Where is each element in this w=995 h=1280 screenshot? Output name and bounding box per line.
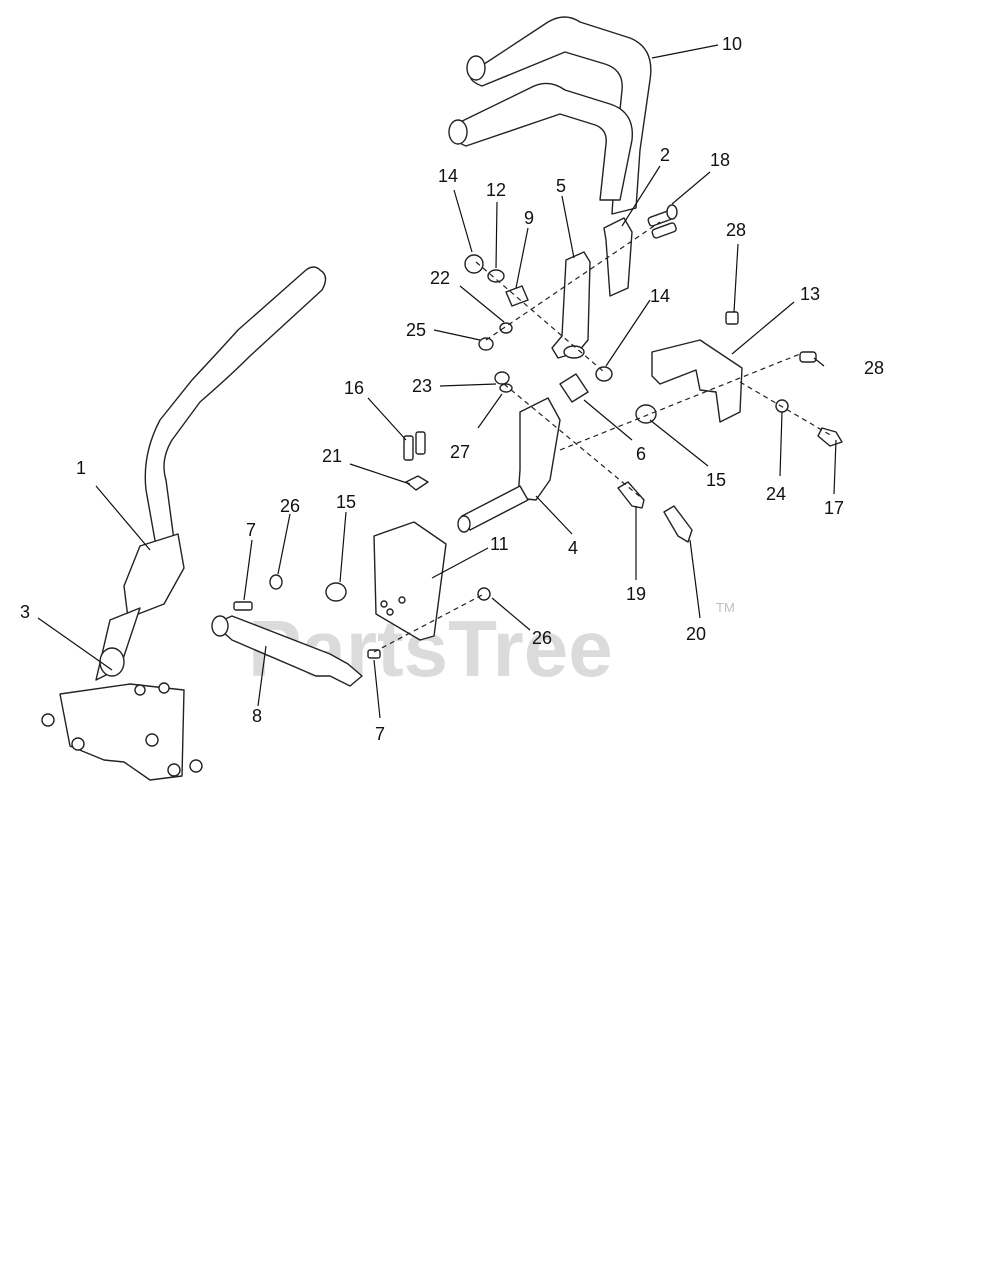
callout-6: 6 bbox=[636, 444, 646, 464]
part-handle-upper bbox=[448, 16, 652, 215]
callout-15b: 15 bbox=[336, 492, 356, 512]
part-pin-19 bbox=[617, 481, 645, 509]
part-washer-12 bbox=[487, 269, 505, 283]
callout-22: 22 bbox=[430, 268, 450, 288]
part-spacer-6 bbox=[559, 373, 589, 403]
part-bolt-17 bbox=[817, 427, 843, 447]
callout-10: 10 bbox=[722, 34, 742, 54]
assembly-line-mid bbox=[475, 261, 605, 373]
callout-14a: 14 bbox=[438, 166, 458, 186]
callout-21: 21 bbox=[322, 446, 342, 466]
callout-12: 12 bbox=[486, 180, 506, 200]
callout-1: 1 bbox=[76, 458, 86, 478]
part-bracket-2 bbox=[603, 217, 633, 297]
callout-18: 18 bbox=[710, 150, 730, 170]
part-bracket-13 bbox=[651, 339, 743, 423]
callout-15a: 15 bbox=[706, 470, 726, 490]
callout-16: 16 bbox=[344, 378, 364, 398]
callout-24: 24 bbox=[766, 484, 786, 504]
callout-20: 20 bbox=[686, 624, 706, 644]
part-spacer-9 bbox=[505, 285, 529, 307]
part-pin-20 bbox=[663, 505, 693, 543]
part-bolts-16 bbox=[403, 431, 426, 461]
part-base-3 bbox=[59, 683, 185, 781]
callout-26b: 26 bbox=[532, 628, 552, 648]
callout-26a: 26 bbox=[280, 496, 300, 516]
callout-28b: 28 bbox=[864, 358, 884, 378]
assembly-line-damper bbox=[373, 593, 485, 653]
part-bolt-28a bbox=[725, 311, 739, 325]
part-washer-26b bbox=[477, 587, 491, 601]
callouts: 10 2 18 5 14 12 9 28 13 14 22 25 23 28 1… bbox=[20, 34, 884, 744]
assembly-line-right bbox=[559, 353, 801, 451]
part-bolts-18 bbox=[647, 204, 678, 239]
part-bushing-15a bbox=[635, 404, 657, 424]
part-washer-22 bbox=[499, 322, 513, 334]
callout-4: 4 bbox=[568, 538, 578, 558]
leader-lines bbox=[37, 44, 837, 719]
callout-17: 17 bbox=[824, 498, 844, 518]
callout-11: 11 bbox=[490, 534, 509, 554]
assembly-line-pivot bbox=[503, 383, 645, 501]
part-stud-7b bbox=[367, 649, 381, 659]
part-washer-27 bbox=[499, 383, 513, 393]
part-stud-7a bbox=[233, 601, 253, 611]
callout-5: 5 bbox=[556, 176, 566, 196]
callout-8: 8 bbox=[252, 706, 262, 726]
callout-27: 27 bbox=[450, 442, 470, 462]
part-nut-25 bbox=[478, 337, 494, 351]
part-bushing-14b bbox=[595, 366, 613, 382]
part-bolt-28b bbox=[799, 351, 817, 363]
assembly-line-top bbox=[485, 221, 661, 341]
callout-7a: 7 bbox=[246, 520, 256, 540]
part-washer-26a bbox=[269, 574, 283, 590]
callout-14b: 14 bbox=[650, 286, 670, 306]
part-arm-5 bbox=[551, 251, 591, 359]
part-washer-21 bbox=[405, 475, 429, 491]
callout-25: 25 bbox=[406, 320, 426, 340]
part-damper-8 bbox=[213, 615, 363, 687]
part-pivot-4 bbox=[517, 397, 561, 501]
callout-9: 9 bbox=[524, 208, 534, 228]
part-bushing-15b bbox=[325, 582, 347, 602]
callout-19: 19 bbox=[626, 584, 646, 604]
callout-13: 13 bbox=[800, 284, 820, 304]
part-nut-23 bbox=[494, 371, 510, 385]
callout-28a: 28 bbox=[726, 220, 746, 240]
watermark-trademark: TM bbox=[716, 600, 735, 615]
callout-7b: 7 bbox=[375, 724, 385, 744]
part-bushing-14a bbox=[464, 254, 484, 274]
callout-3: 3 bbox=[20, 602, 30, 622]
callout-2: 2 bbox=[660, 145, 670, 165]
callout-23: 23 bbox=[412, 376, 432, 396]
